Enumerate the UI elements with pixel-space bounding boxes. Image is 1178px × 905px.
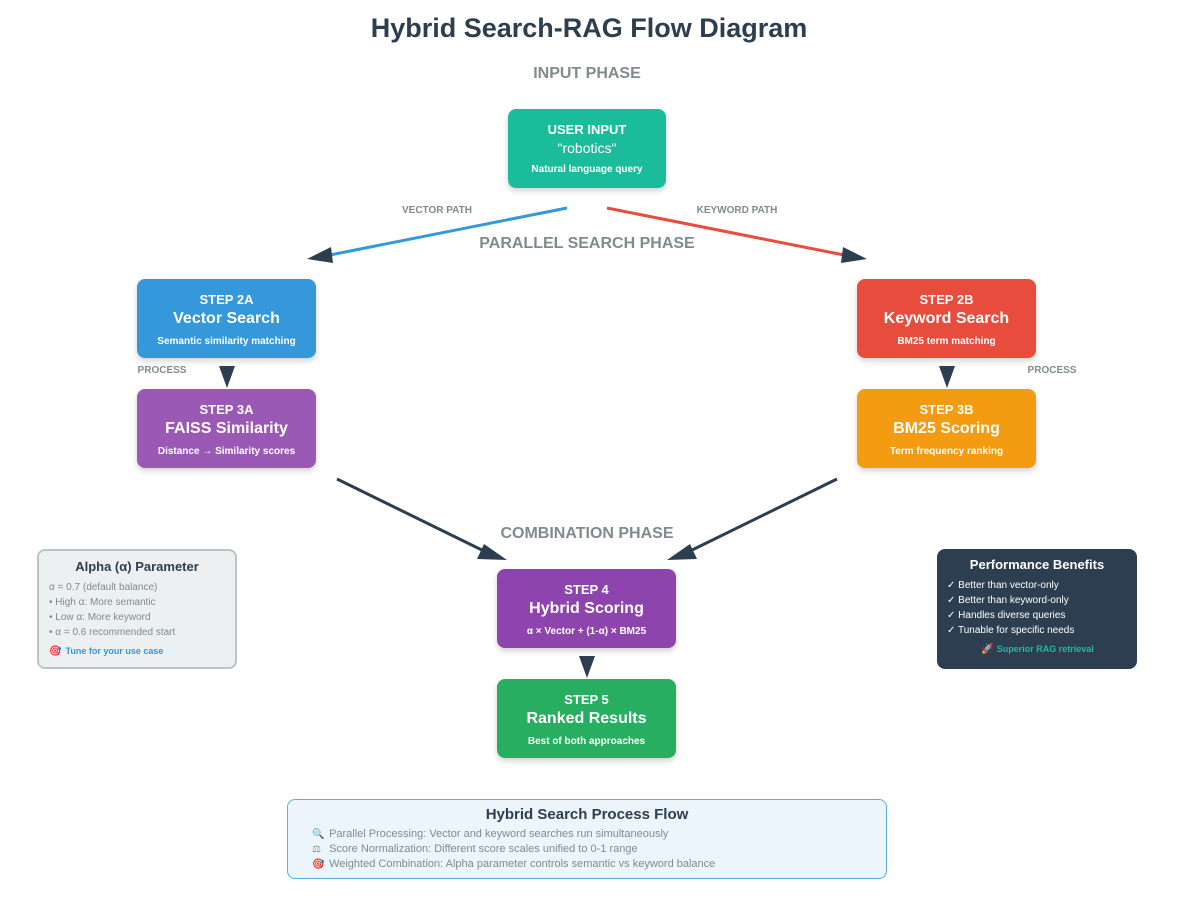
vector-path-arrowhead	[307, 247, 333, 263]
node-step: STEP 3A	[199, 402, 254, 417]
vector-path-label: VECTOR PATH	[401, 205, 472, 216]
node-desc: BM25 term matching	[897, 336, 996, 347]
target-icon: 🎯	[312, 859, 325, 870]
node-title: Hybrid Scoring	[529, 600, 644, 617]
summary-title: Hybrid Search Process Flow	[485, 806, 689, 823]
performance-panel-line: ✓ Handles diverse queries	[947, 610, 1066, 621]
process-right-label: PROCESS	[1027, 365, 1077, 376]
magnifier-icon: 🔍	[312, 829, 325, 840]
node-title: Ranked Results	[526, 710, 647, 727]
summary-item-text: Score Normalization: Different score sca…	[329, 843, 638, 855]
performance-benefits-panel: Performance Benefits ✓ Better than vecto…	[937, 549, 1137, 669]
performance-panel-footer-text: Superior RAG retrieval	[996, 644, 1094, 654]
node-step: STEP 5	[564, 692, 609, 707]
node-title: BM25 Scoring	[893, 420, 1000, 437]
alpha-panel-line: • High α: More semantic	[49, 597, 156, 608]
hybrid-to-results-arrowhead	[579, 656, 595, 678]
rocket-icon: 🚀	[980, 644, 994, 655]
performance-panel-footer: 🚀 Superior RAG retrieval	[947, 644, 1127, 655]
bm25-scoring-node: STEP 3B BM25 Scoring Term frequency rank…	[857, 389, 1036, 468]
node-title: Vector Search	[173, 310, 280, 327]
summary-item-text: Parallel Processing: Vector and keyword …	[329, 828, 669, 840]
ranked-results-node: STEP 5 Ranked Results Best of both appro…	[497, 679, 676, 758]
node-step: USER INPUT	[547, 122, 627, 137]
alpha-panel-line: • α = 0.6 recommended start	[49, 627, 176, 638]
diagram-title: Hybrid Search-RAG Flow Diagram	[370, 13, 808, 43]
faiss-to-hybrid-arrowhead	[477, 544, 507, 560]
node-desc: α × Vector + (1-α) × BM25	[526, 626, 647, 637]
keyword-path-label: KEYWORD PATH	[696, 205, 778, 216]
alpha-panel-footer: 🎯 Tune for your use case	[49, 646, 225, 657]
node-step: STEP 4	[564, 582, 609, 597]
node-desc: Distance → Similarity scores	[157, 446, 296, 457]
node-desc: Semantic similarity matching	[157, 336, 296, 347]
faiss-similarity-node: STEP 3A FAISS Similarity Distance → Simi…	[137, 389, 316, 468]
summary-item: 🎯 Weighted Combination: Alpha parameter …	[312, 857, 862, 872]
alpha-panel-line: • Low α: More keyword	[49, 612, 151, 623]
vector-search-node: STEP 2A Vector Search Semantic similarit…	[137, 279, 316, 358]
node-desc: Natural language query	[531, 164, 643, 175]
user-input-node: USER INPUT "robotics" Natural language q…	[508, 109, 666, 188]
node-desc: Term frequency ranking	[889, 446, 1004, 457]
node-step: STEP 2A	[199, 292, 254, 307]
performance-panel-line: ✓ Tunable for specific needs	[947, 625, 1075, 636]
input-phase-label: INPUT PHASE	[533, 65, 641, 82]
process-right-arrowhead	[939, 366, 955, 388]
node-step: STEP 3B	[919, 402, 974, 417]
keyword-path-arrowhead	[841, 247, 867, 263]
summary-item: ⚖ Score Normalization: Different score s…	[312, 842, 862, 857]
target-icon: 🎯	[49, 646, 62, 657]
process-left-label: PROCESS	[137, 365, 187, 376]
node-title: FAISS Similarity	[165, 420, 288, 437]
node-desc: Best of both approaches	[527, 736, 646, 747]
process-flow-summary: Hybrid Search Process Flow 🔍 Parallel Pr…	[287, 799, 887, 879]
keyword-search-node: STEP 2B Keyword Search BM25 term matchin…	[857, 279, 1036, 358]
performance-panel-title: Performance Benefits	[969, 557, 1105, 572]
alpha-panel-title: Alpha (α) Parameter	[75, 559, 199, 574]
hybrid-scoring-node: STEP 4 Hybrid Scoring α × Vector + (1-α)…	[497, 569, 676, 648]
node-title: "robotics"	[557, 140, 617, 156]
alpha-parameter-panel: Alpha (α) Parameter α = 0.7 (default bal…	[37, 549, 237, 669]
performance-panel-line: ✓ Better than keyword-only	[947, 595, 1069, 606]
node-step: STEP 2B	[919, 292, 974, 307]
scale-icon: ⚖	[312, 844, 321, 855]
bm25-to-hybrid-arrowhead	[667, 544, 697, 560]
alpha-panel-footer-text: Tune for your use case	[65, 646, 164, 656]
parallel-phase-label: PARALLEL SEARCH PHASE	[479, 235, 695, 252]
alpha-panel-line: α = 0.7 (default balance)	[49, 582, 158, 593]
node-title: Keyword Search	[883, 310, 1010, 327]
combination-phase-label: COMBINATION PHASE	[500, 525, 674, 542]
summary-item: 🔍 Parallel Processing: Vector and keywor…	[312, 827, 862, 842]
summary-item-text: Weighted Combination: Alpha parameter co…	[329, 858, 716, 870]
performance-panel-line: ✓ Better than vector-only	[947, 580, 1059, 591]
